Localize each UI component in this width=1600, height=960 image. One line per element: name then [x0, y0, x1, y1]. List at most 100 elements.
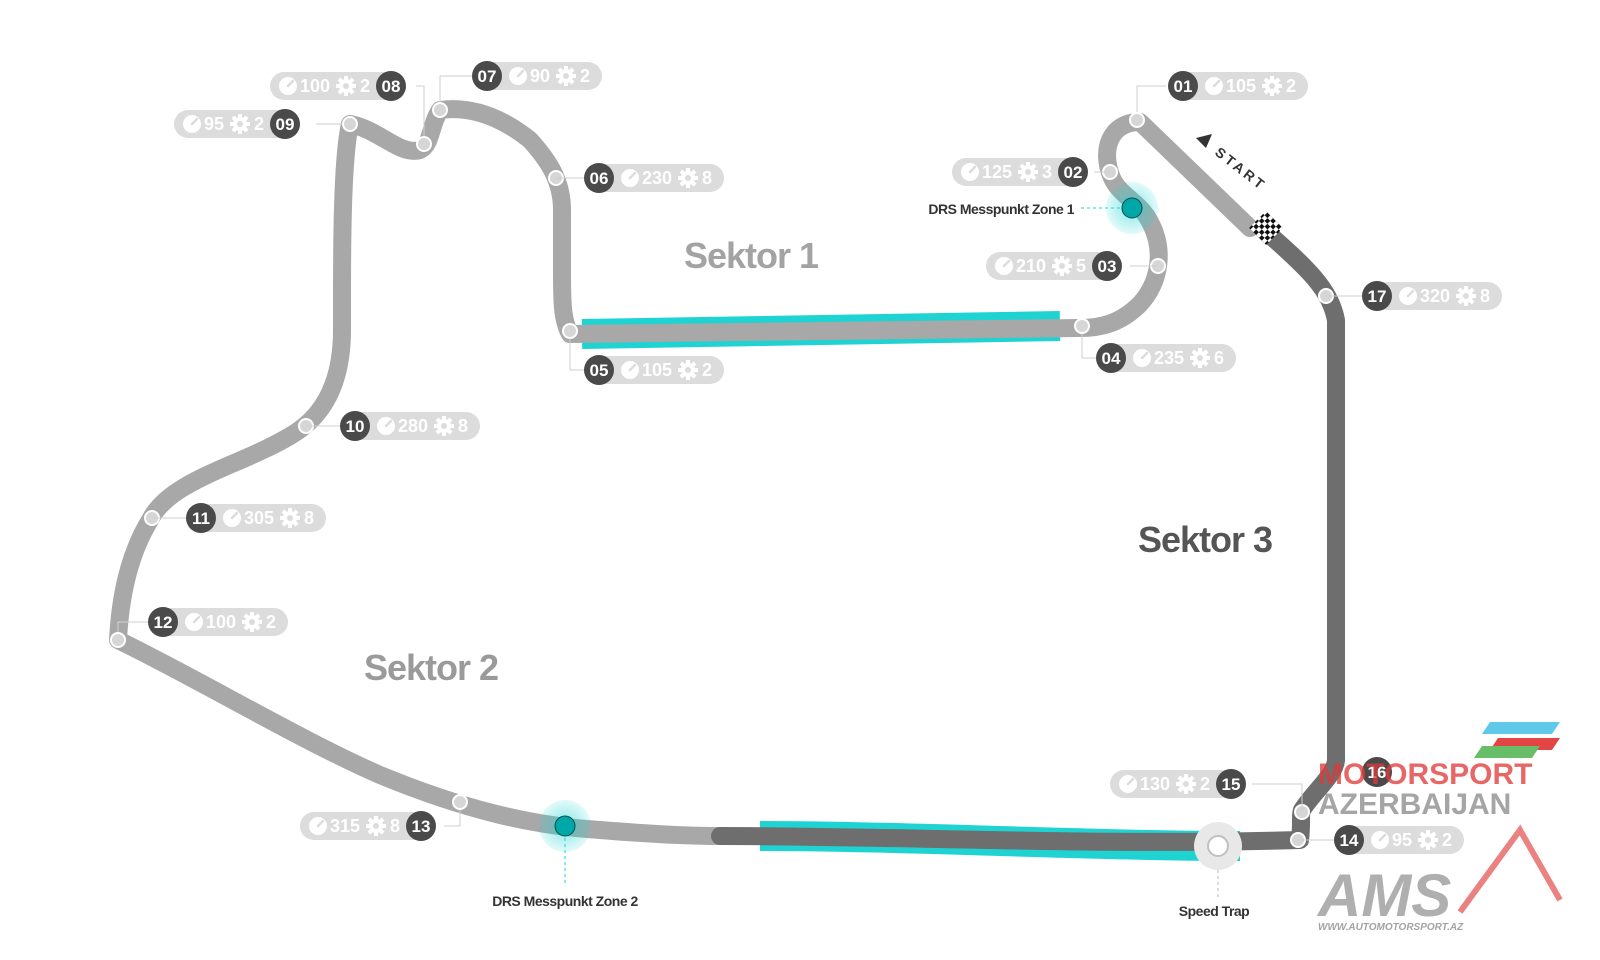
corner-number: 02: [1064, 163, 1083, 182]
corner-number: 04: [1102, 349, 1121, 368]
speedometer-icon: [621, 361, 639, 379]
corner-speed: 100: [206, 612, 236, 632]
corner-gear: 6: [1214, 348, 1224, 368]
sector-3-label: Sektor 3: [1138, 519, 1272, 560]
speedometer-icon: [995, 257, 1013, 275]
gear-icon: [678, 360, 698, 380]
corner-speed: 210: [1016, 256, 1046, 276]
corner-marker-09: [342, 116, 358, 132]
gear-icon: [678, 168, 698, 188]
gear-icon: [434, 416, 454, 436]
gear-icon: [1456, 286, 1476, 306]
corner-pill-15: 130 2 15: [1110, 769, 1246, 799]
gear-icon: [280, 508, 300, 528]
corner-gear: 2: [360, 76, 370, 96]
corner-gear: 3: [1042, 162, 1052, 182]
corner-gear: 2: [1442, 830, 1452, 850]
gear-icon: [242, 612, 262, 632]
corner-number: 15: [1222, 775, 1241, 794]
corner-marker-04: [1074, 318, 1090, 334]
gear-icon: [1190, 348, 1210, 368]
logo-line-ams: AMS: [1316, 862, 1451, 929]
speedometer-icon: [1119, 775, 1137, 793]
corner-gear: 5: [1076, 256, 1086, 276]
gear-icon: [1018, 162, 1038, 182]
corner-number: 07: [478, 67, 497, 86]
corner-speed: 230: [642, 168, 672, 188]
leader-lines: [117, 75, 1362, 900]
corner-speed: 235: [1154, 348, 1184, 368]
logo-line-motorsport: MOTORSPORT: [1318, 758, 1532, 791]
logo-line-azerbaijan: AZERBAIJAN: [1318, 788, 1511, 821]
track-sector-3: [711, 221, 1345, 851]
speedometer-icon: [309, 817, 327, 835]
corner-number: 13: [412, 817, 431, 836]
sector-1-label: Sektor 1: [684, 235, 819, 276]
corner-speed: 280: [398, 416, 428, 436]
corner-number: 14: [1340, 831, 1359, 850]
drs-zone-1-label: DRS Messpunkt Zone 1: [928, 201, 1074, 217]
gear-icon: [230, 114, 250, 134]
corner-gear: 2: [580, 66, 590, 86]
gear-icon: [1262, 76, 1282, 96]
corner-number: 10: [346, 417, 365, 436]
corner-gear: 2: [254, 114, 264, 134]
corner-speed: 315: [330, 816, 360, 836]
gear-icon: [366, 816, 386, 836]
corner-gear: 2: [266, 612, 276, 632]
gear-icon: [1176, 774, 1196, 794]
corner-marker-12: [110, 632, 126, 648]
drs-zone-2-label: DRS Messpunkt Zone 2: [492, 893, 638, 909]
gear-icon: [556, 66, 576, 86]
speed-trap-marker: [1194, 822, 1242, 870]
speedometer-icon: [509, 67, 527, 85]
corner-pill-04: 235 6 04: [1096, 343, 1236, 373]
corner-speed: 95: [204, 114, 224, 134]
speedometer-icon: [1371, 831, 1389, 849]
drs-point-zone-1: [1121, 197, 1143, 219]
corner-gear: 2: [1286, 76, 1296, 96]
corner-speed: 105: [1226, 76, 1256, 96]
corner-pill-14: 95 2 14: [1334, 825, 1464, 855]
speedometer-icon: [1205, 77, 1223, 95]
corner-speed: 305: [244, 508, 274, 528]
corner-speed: 320: [1420, 286, 1450, 306]
sector-2-label: Sektor 2: [364, 647, 498, 688]
corner-gear: 8: [390, 816, 400, 836]
speedometer-icon: [183, 115, 201, 133]
corner-gear: 8: [702, 168, 712, 188]
corner-gear: 2: [1200, 774, 1210, 794]
corner-speed: 100: [300, 76, 330, 96]
corner-speed: 130: [1140, 774, 1170, 794]
gear-icon: [336, 76, 356, 96]
speedometer-icon: [1399, 287, 1417, 305]
corner-number: 16: [1368, 763, 1387, 782]
corner-gear: 8: [304, 508, 314, 528]
corner-marker-13: [452, 794, 468, 810]
corner-gear: 2: [702, 360, 712, 380]
corner-number: 05: [590, 361, 609, 380]
speedometer-icon: [185, 613, 203, 631]
speedometer-icon: [621, 169, 639, 187]
speedometer-icon: [279, 77, 297, 95]
gear-icon: [1052, 256, 1072, 276]
speedometer-icon: [223, 509, 241, 527]
corner-speed: 95: [1392, 830, 1412, 850]
corner-number: 17: [1368, 287, 1387, 306]
start-arrow-icon: [1196, 134, 1212, 148]
gear-icon: [1418, 830, 1438, 850]
drs-measure-points: [539, 182, 1158, 852]
speedometer-icon: [377, 417, 395, 435]
corner-marker-01: [1129, 112, 1145, 128]
logo-url: WWW.AUTOMOTORSPORT.AZ: [1318, 922, 1464, 933]
